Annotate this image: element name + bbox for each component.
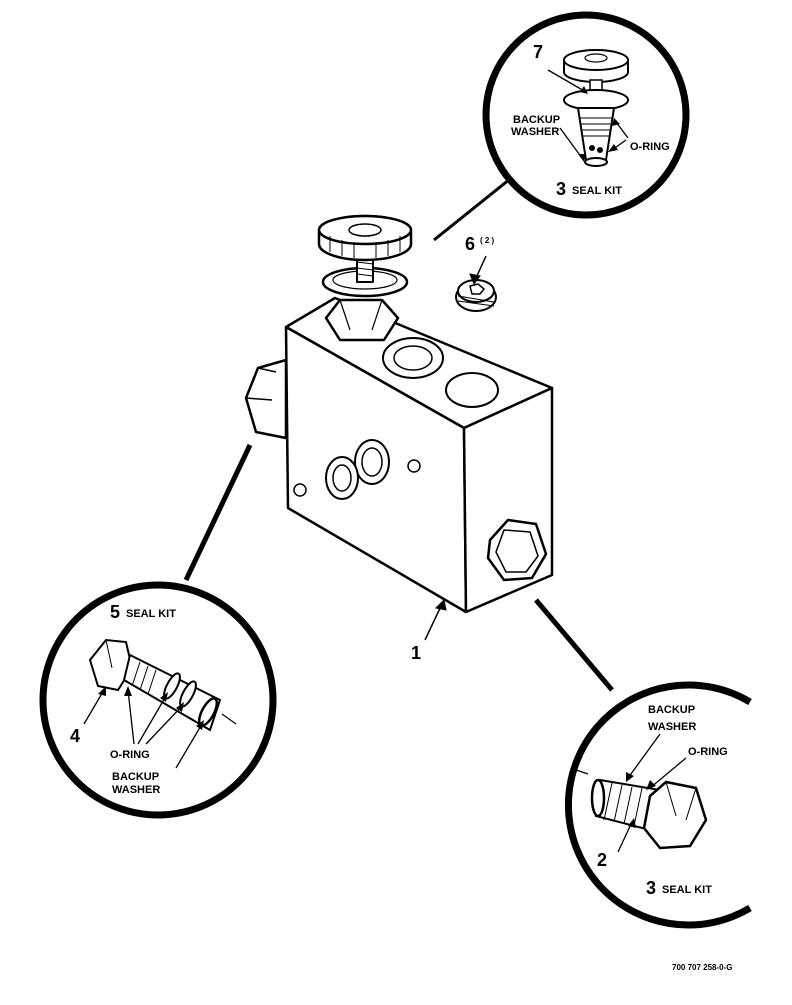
label-backup-left: BACKUP xyxy=(112,771,159,783)
label-seal-kit-left: SEAL KIT xyxy=(126,608,176,620)
label-washer-top: WASHER xyxy=(511,126,559,138)
label-backup-top: BACKUP xyxy=(513,114,560,126)
detail-circle-top xyxy=(482,11,690,219)
set-screw-plug xyxy=(455,279,497,312)
callout-6: 6 xyxy=(465,234,475,254)
label-o-ring-left: O-RING xyxy=(110,749,150,761)
figure-id: 700 707 258-0-G xyxy=(672,963,733,972)
left-detail-arrows xyxy=(83,689,203,769)
callout-6-qty: ( 2 ) xyxy=(480,236,495,245)
detail-circle-right xyxy=(564,681,752,929)
label-seal-kit-right: SEAL KIT xyxy=(662,884,712,896)
label-o-ring-right: O-RING xyxy=(688,746,728,758)
label-o-ring-top: O-RING xyxy=(630,141,670,153)
left-detail-arrowheads xyxy=(98,686,204,730)
label-washer-right: WASHER xyxy=(648,721,696,733)
leader-lines xyxy=(183,173,614,692)
text-labels: 7 BACKUP WASHER O-RING 3 SEAL KIT 6 ( 2 … xyxy=(70,42,733,972)
label-washer-left: WASHER xyxy=(112,784,160,796)
callout-2: 2 xyxy=(597,850,607,870)
left-cartridge xyxy=(88,638,237,732)
right-hex-plug xyxy=(575,769,708,850)
top-detail-arrowheads xyxy=(578,86,620,162)
callout-5: 5 xyxy=(110,602,120,622)
callout-1: 1 xyxy=(411,643,421,663)
right-detail-arrowheads xyxy=(626,772,656,828)
callout-7: 7 xyxy=(533,42,543,62)
label-seal-kit-top: SEAL KIT xyxy=(572,185,622,197)
valve-block xyxy=(244,214,554,614)
label-backup-right: BACKUP xyxy=(648,704,695,716)
callout-3-top: 3 xyxy=(556,179,566,199)
callout-3-bottom: 3 xyxy=(646,878,656,898)
right-detail-arrows xyxy=(617,733,687,853)
top-cartridge-knob xyxy=(563,49,629,167)
detail-circle-left xyxy=(39,581,277,819)
callout-4: 4 xyxy=(70,726,80,746)
